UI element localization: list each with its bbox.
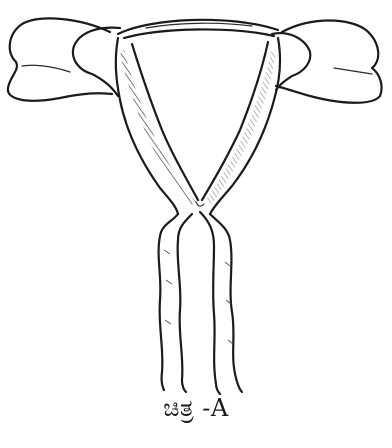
left-ovary — [8, 18, 112, 100]
left-ovary-fold — [73, 28, 120, 96]
left-wall-shading — [120, 50, 196, 206]
left-cervical-wall — [159, 214, 178, 390]
figure-caption: ಚಿತ್ರ -A — [0, 394, 392, 422]
right-ovary — [276, 21, 382, 103]
